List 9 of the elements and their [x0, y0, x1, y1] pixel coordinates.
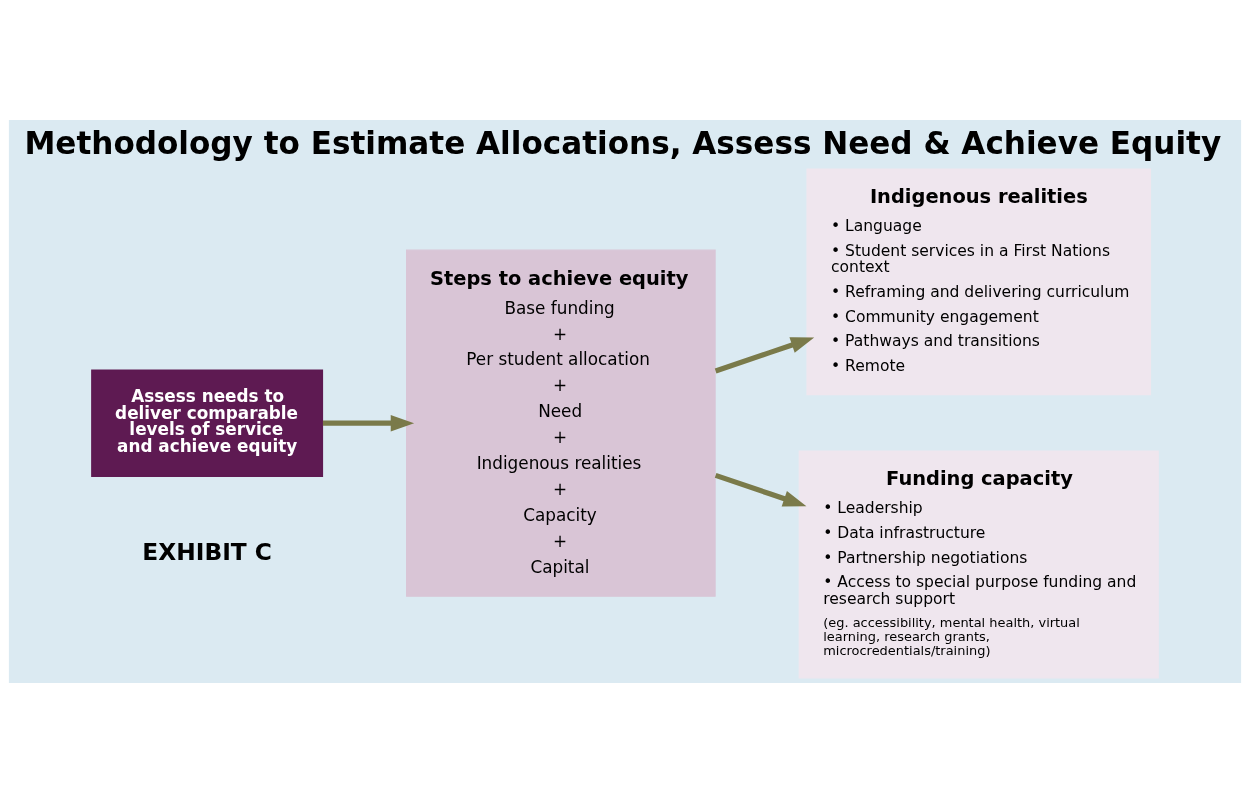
- arrow: [714, 337, 815, 374]
- node-box: Funding capacity • Leadership • Data infrastructure • Partnership negotiations • Access to special purpose funding and research support (eg. accessibility, mental health, virtual learning, research grants, microcredentials/training): [798, 450, 1159, 679]
- arrow: [322, 415, 415, 432]
- node-box: Assess needs to deliver comparable levels of service and achieve equity: [91, 369, 324, 477]
- node-box: Steps to achieve equity Base funding + Per student allocation + Need + Indigenous realities + Capacity + Capital: [406, 249, 716, 597]
- diagram-title: Methodology to Estimate Allocations, Assess Need & Achieve Equity: [24, 124, 1222, 161]
- label: EXHIBIT C: [142, 537, 272, 565]
- arrow: [714, 472, 807, 507]
- node-box: Indigenous realities • Language • Student services in a First Nations context • Reframing and delivering curriculum • Community engagement • Pathways and transitions • Remote: [806, 168, 1152, 396]
